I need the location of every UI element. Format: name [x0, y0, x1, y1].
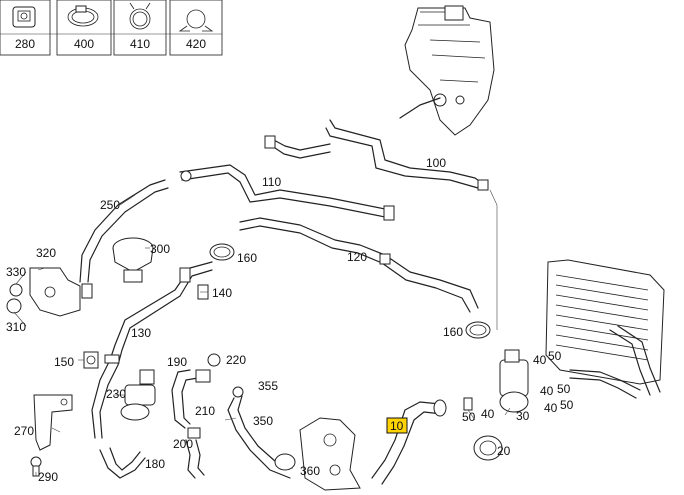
callout-10[interactable]: 10	[390, 419, 404, 433]
callout-50a[interactable]: 50	[548, 349, 562, 363]
callout-30[interactable]: 30	[516, 409, 530, 423]
bracket-270[interactable]	[33, 394, 73, 451]
callout-130[interactable]: 130	[131, 326, 151, 340]
nut-310[interactable]	[6, 298, 22, 314]
pump-230[interactable]	[120, 369, 156, 421]
callout-50c[interactable]: 50	[560, 398, 574, 412]
callout-50[interactable]: 50	[462, 410, 476, 424]
callout-160-lower[interactable]: 160	[443, 325, 463, 339]
callout-110[interactable]: 110	[262, 175, 281, 189]
callout-40c[interactable]: 40	[544, 401, 558, 415]
valve-150[interactable]	[83, 351, 99, 369]
oring-50[interactable]	[463, 397, 473, 411]
legend-label-400: 400	[74, 37, 94, 51]
plug-220[interactable]	[207, 353, 221, 367]
callout-150[interactable]: 150	[54, 355, 74, 369]
expansion-tank[interactable]	[404, 5, 495, 136]
callout-320[interactable]: 320	[36, 246, 56, 260]
clip-280-icon	[12, 6, 36, 28]
leader-lines	[13, 194, 511, 476]
callout-100[interactable]: 100	[426, 156, 446, 170]
callout-300[interactable]: 300	[150, 242, 170, 256]
callout-140[interactable]: 140	[212, 286, 232, 300]
callout-40[interactable]: 40	[481, 407, 495, 421]
callout-50b[interactable]: 50	[557, 382, 571, 396]
clamp-355[interactable]	[232, 386, 244, 398]
callout-200[interactable]: 200	[173, 437, 193, 451]
callout-10-highlight[interactable]	[386, 417, 408, 434]
clamp-360[interactable]	[274, 453, 296, 471]
callout-160-upper[interactable]: 160	[237, 251, 257, 265]
callout-40b[interactable]: 40	[540, 384, 554, 398]
callout-120[interactable]: 120	[347, 250, 367, 264]
callout-360[interactable]: 360	[300, 464, 320, 478]
spring-clamp-410-icon	[129, 2, 151, 30]
callout-290[interactable]: 290	[38, 470, 58, 484]
aux-pump-300[interactable]	[112, 237, 154, 283]
legend-cell-420[interactable]	[169, 0, 223, 56]
callout-180[interactable]: 180	[145, 457, 165, 471]
thermostat-housing[interactable]	[299, 417, 361, 491]
callout-355[interactable]: 355	[258, 379, 278, 393]
callout-220[interactable]: 220	[226, 353, 246, 367]
callout-250[interactable]: 250	[100, 198, 120, 212]
callout-190[interactable]: 190	[167, 355, 187, 369]
heater-core[interactable]	[545, 259, 665, 399]
legend: 280 400 410 420	[0, 0, 223, 56]
clamp-160-lower[interactable]	[465, 321, 491, 339]
callout-210[interactable]: 210	[195, 404, 215, 418]
callout-20[interactable]: 20	[497, 444, 511, 458]
grommet-330[interactable]	[9, 283, 23, 297]
hose-clamp-400-icon	[67, 5, 99, 27]
callout-330[interactable]: 330	[6, 265, 26, 279]
callout-40a[interactable]: 40	[533, 353, 547, 367]
callout-350[interactable]: 350	[253, 414, 273, 428]
valve-assembly-30[interactable]	[499, 349, 529, 413]
callout-230[interactable]: 230	[106, 387, 126, 401]
p-clamp-420-icon	[178, 9, 214, 32]
cap-20[interactable]	[473, 435, 503, 461]
legend-label-420: 420	[186, 37, 206, 51]
bracket-320[interactable]	[29, 267, 81, 317]
clamp-160-upper[interactable]	[209, 243, 235, 261]
callout-270[interactable]: 270	[14, 424, 34, 438]
legend-label-410: 410	[130, 37, 150, 51]
callout-310[interactable]: 310	[6, 320, 26, 334]
callouts: 100 110 250 320 300 160 120 330 140 310 …	[6, 156, 574, 484]
legend-label-280: 280	[15, 37, 35, 51]
